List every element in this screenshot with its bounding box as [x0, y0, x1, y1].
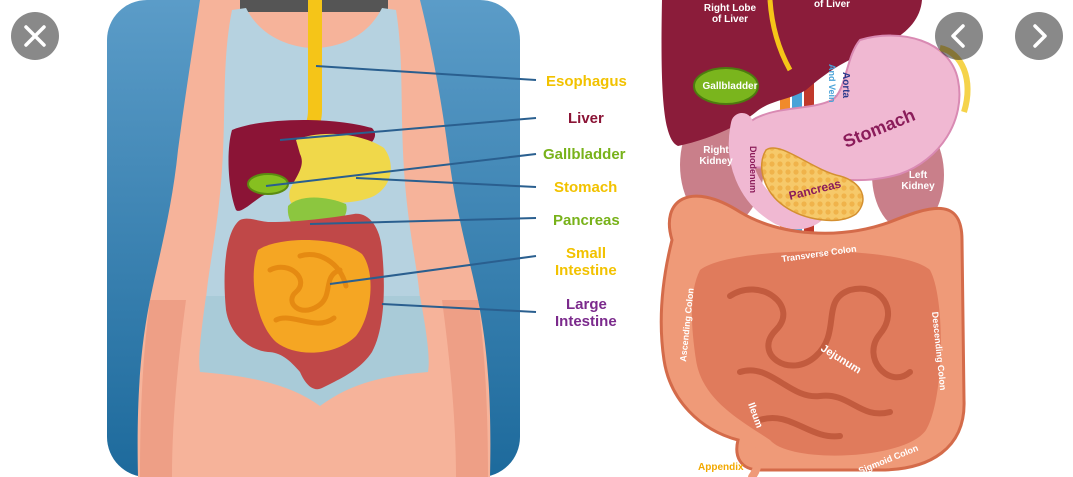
previous-image-button[interactable]: [935, 12, 983, 60]
label-aorta: Aorta: [840, 72, 851, 99]
left-digestive-figure: [107, 0, 537, 477]
close-button[interactable]: [11, 12, 59, 60]
left-labels: Esophagus Liver Gallbladder Stomach Panc…: [543, 73, 627, 330]
label-right-lobe-line2: of Liver: [712, 14, 748, 25]
label-liver: Liver: [568, 110, 604, 127]
esophagus-organ: [292, 0, 322, 150]
label-small-intestine-line2: Intestine: [555, 262, 617, 279]
leader-lines: [265, 65, 537, 313]
label-stomach: Stomach: [554, 179, 617, 196]
label-pancreas: Pancreas: [553, 212, 620, 229]
stomach-organ: [289, 133, 391, 210]
liver-right-organ: [661, 0, 922, 146]
label-small-intestine-line1: Small: [566, 245, 606, 262]
next-image-button[interactable]: [1015, 12, 1063, 60]
chevron-right-icon: [1033, 24, 1047, 48]
pancreas-right-organ: [761, 147, 864, 222]
label-large-intestine-line2: Intestine: [555, 313, 617, 330]
right-digestive-figure: [659, 0, 971, 477]
label-right-lobe-line1: Right Lobe: [704, 3, 757, 14]
label-duodenum: Duodenum: [748, 146, 758, 193]
label-left-kidney-line2: Kidney: [901, 181, 935, 192]
label-gallbladder: Gallbladder: [543, 146, 626, 163]
label-esophagus: Esophagus: [546, 73, 627, 90]
chevron-left-icon: [951, 24, 965, 48]
label-right-kidney-line1: Right: [703, 145, 729, 156]
label-left-lobe: of Liver: [814, 0, 850, 10]
gallbladder-right-organ: [693, 67, 759, 105]
close-icon: [24, 25, 46, 47]
label-left-kidney-line1: Left: [909, 170, 928, 181]
label-right-kidney-line2: Kidney: [699, 156, 733, 167]
label-large-intestine-line1: Large: [566, 296, 607, 313]
label-gallbladder-right: Gallbladder: [702, 81, 757, 92]
label-appendix: Appendix: [698, 462, 744, 473]
label-and-vein: And Vein: [827, 64, 837, 103]
